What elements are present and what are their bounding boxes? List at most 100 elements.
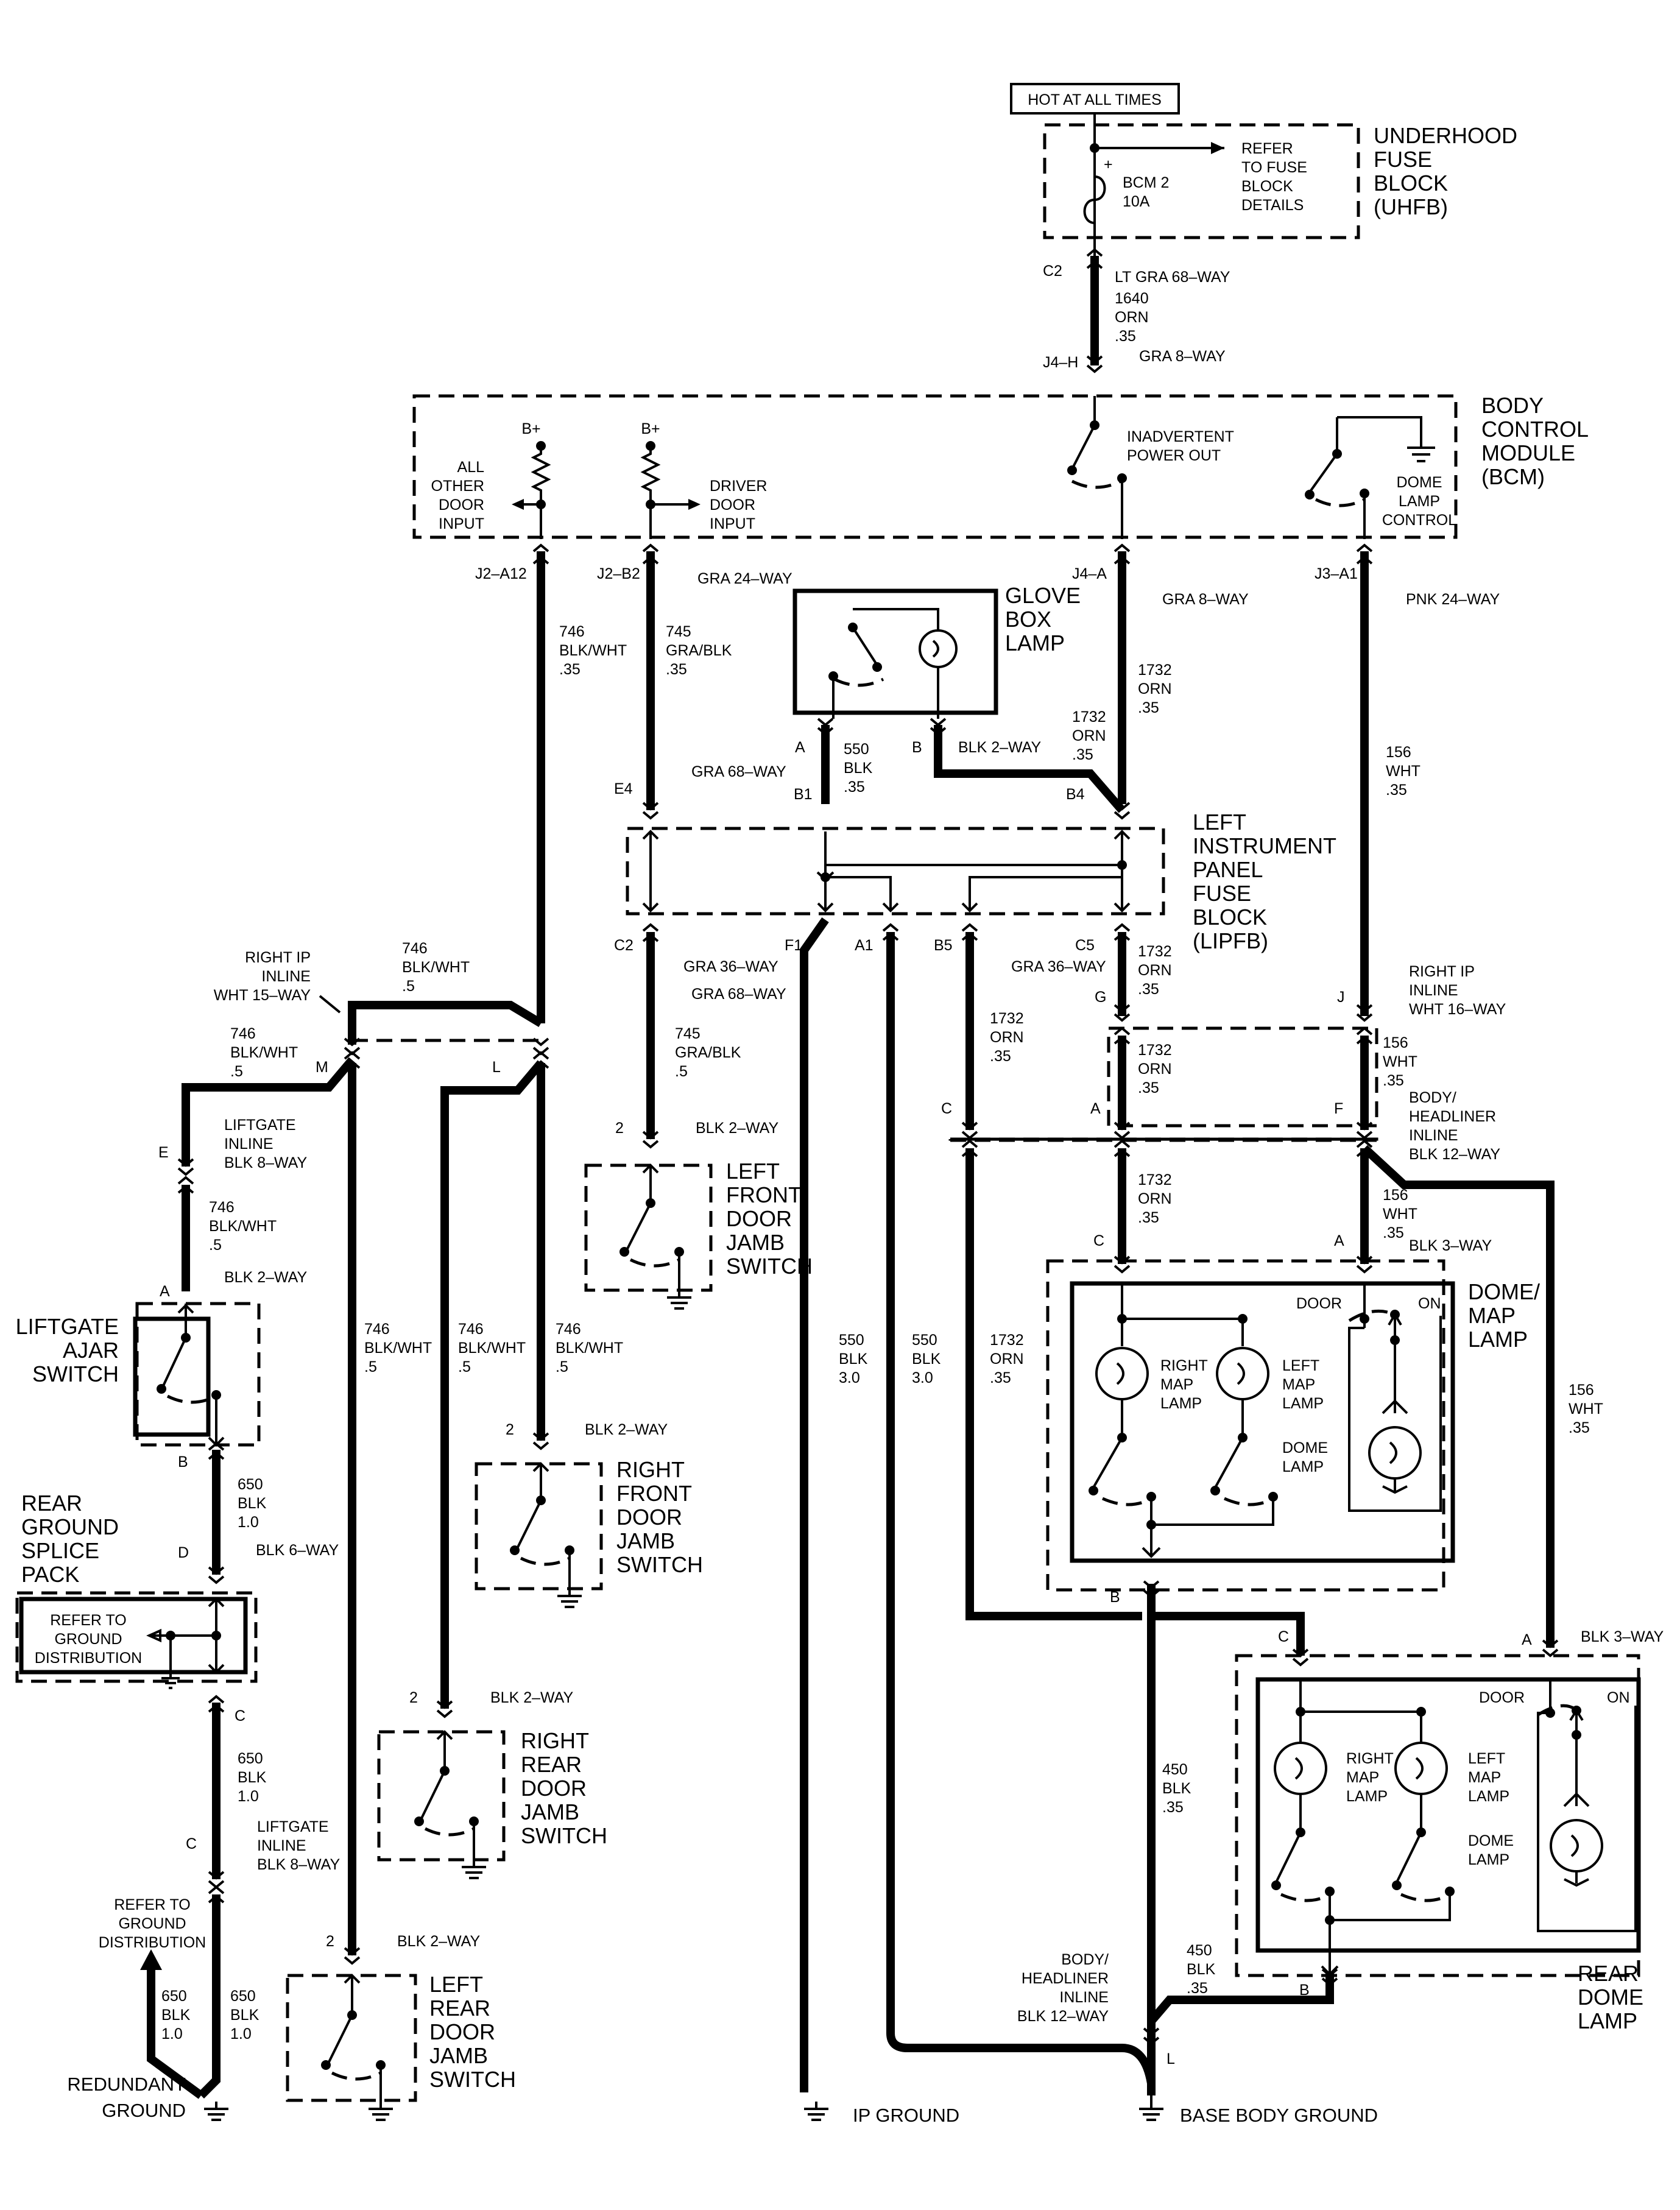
svg-text:POWER OUT: POWER OUT <box>1127 447 1221 464</box>
svg-text:DISTRIBUTION: DISTRIBUTION <box>99 1934 206 1951</box>
wire-650-d <box>147 1968 204 2099</box>
svg-text:UNDERHOOD: UNDERHOOD <box>1374 123 1517 148</box>
dome-a-desc: BLK 3–WAY <box>1409 1237 1492 1254</box>
conn-l: L <box>492 1059 501 1076</box>
svg-text:DOOR: DOOR <box>710 496 755 514</box>
svg-text:DOME: DOME <box>1578 1985 1643 2010</box>
svg-text:TO FUSE: TO FUSE <box>1241 159 1307 176</box>
right-rear-desc: BLK 2–WAY <box>490 1689 573 1706</box>
svg-text:WHT 15–WAY: WHT 15–WAY <box>214 987 311 1004</box>
svg-text:BLK 8–WAY: BLK 8–WAY <box>224 1154 307 1171</box>
conn-a-upper: A <box>1090 1100 1101 1117</box>
conn-j2b2-desc: GRA 24–WAY <box>697 570 792 587</box>
svg-text:JAMB: JAMB <box>429 2043 488 2068</box>
svg-text:SWITCH: SWITCH <box>726 1254 813 1279</box>
ground-icon <box>369 2065 393 2121</box>
svg-text:.35: .35 <box>1386 782 1407 799</box>
svg-text:LEFT: LEFT <box>429 1972 483 1997</box>
left-rear-desc: BLK 2–WAY <box>397 1933 480 1950</box>
circuit-650-label-d: 650 BLK 1.0 <box>161 1988 191 2042</box>
svg-text:746: 746 <box>402 940 428 957</box>
rear-ground-splice-pack: REAR GROUND SPLICE PACK REFER TO GROUND … <box>15 1491 258 1689</box>
conn-c-upper: C <box>941 1100 952 1117</box>
svg-text:550: 550 <box>912 1332 937 1349</box>
svg-text:BLK 12–WAY: BLK 12–WAY <box>1409 1146 1500 1163</box>
ground-icon <box>462 1821 486 1879</box>
svg-text:DOME/: DOME/ <box>1468 1279 1540 1304</box>
svg-text:MAP: MAP <box>1160 1376 1193 1393</box>
inadvertent-power-label: INADVERTENT POWER OUT <box>1127 428 1234 464</box>
rear-dome-lamp-label: DOME LAMP <box>1468 1832 1514 1868</box>
svg-text:.35: .35 <box>1138 1209 1159 1226</box>
glove-box-lamp: GLOVE BOX LAMP <box>792 583 1081 719</box>
circuit-746-label-c: 746 BLK/WHT .5 <box>230 1025 298 1080</box>
svg-text:450: 450 <box>1162 1761 1188 1778</box>
uhfb-title: UNDERHOOD FUSE BLOCK (UHFB) <box>1374 123 1517 219</box>
conn-c-liftgate-2: C <box>186 1835 197 1852</box>
svg-text:BLK/WHT: BLK/WHT <box>364 1340 432 1357</box>
svg-text:SWITCH: SWITCH <box>521 1823 607 1848</box>
svg-text:(LIPFB): (LIPFB) <box>1193 928 1268 953</box>
svg-text:LAMP: LAMP <box>1160 1395 1202 1412</box>
svg-text:HEADLINER: HEADLINER <box>1409 1108 1496 1125</box>
svg-text:MAP: MAP <box>1282 1376 1315 1393</box>
circuit-550-label-c: 550 BLK 3.0 <box>912 1332 941 1386</box>
dome-pin-b: B <box>1110 1589 1120 1606</box>
left-front-switch-title: LEFT FRONT DOOR JAMB SWITCH <box>726 1159 813 1279</box>
circuit-450-label-a: 450 BLK .35 <box>1162 1761 1191 1816</box>
svg-text:1.0: 1.0 <box>238 1788 259 1805</box>
lipfb-outline <box>626 827 1165 916</box>
bplus-label: B+ <box>521 420 540 437</box>
svg-text:WHT: WHT <box>1569 1400 1603 1417</box>
liftgate-ajar-switch: LIFTGATE AJAR SWITCH <box>16 1302 261 1447</box>
svg-text:DOOR: DOOR <box>521 1776 587 1801</box>
dome-pin-a: A <box>1334 1232 1344 1249</box>
rear-right-map-label: RIGHT MAP LAMP <box>1346 1750 1394 1805</box>
svg-text:650: 650 <box>238 1750 263 1767</box>
svg-text:1732: 1732 <box>1138 943 1172 960</box>
right-front-door-jamb-switch: RIGHT FRONT DOOR JAMB SWITCH <box>475 1457 703 1608</box>
svg-text:BLK: BLK <box>161 2007 191 2024</box>
svg-text:INADVERTENT: INADVERTENT <box>1127 428 1234 445</box>
circuit-1732-label-a: 1732 ORN .35 <box>1138 662 1172 716</box>
refer-ground-distribution-label: REFER TO GROUND DISTRIBUTION <box>99 1896 206 1951</box>
svg-text:1.0: 1.0 <box>238 1514 259 1531</box>
wire-1732-rear <box>1151 1612 1305 1656</box>
wire-1732-to-base <box>965 1148 1142 1620</box>
left-rear-switch-title: LEFT REAR DOOR JAMB SWITCH <box>429 1972 516 2092</box>
conn-j2b2: J2–B2 <box>597 565 640 582</box>
svg-text:ALL: ALL <box>457 459 485 476</box>
svg-text:DOOR: DOOR <box>439 496 484 514</box>
ground-icon <box>557 1550 582 1608</box>
svg-text:REFER TO: REFER TO <box>114 1896 191 1913</box>
rear-pin-a: A <box>1522 1631 1532 1648</box>
conn-e: E <box>158 1144 169 1161</box>
svg-text:BLOCK: BLOCK <box>1193 905 1267 930</box>
splice-refer-ground-label: REFER TO GROUND DISTRIBUTION <box>35 1612 142 1667</box>
svg-text:GRA/BLK: GRA/BLK <box>675 1044 741 1061</box>
resistor-icon <box>640 446 661 539</box>
svg-text:.5: .5 <box>675 1063 688 1080</box>
svg-text:LEFT: LEFT <box>1193 810 1246 835</box>
svg-text:LAMP: LAMP <box>1578 2008 1637 2033</box>
svg-text:.35: .35 <box>844 778 865 796</box>
liftgate-pin-a: A <box>160 1283 170 1300</box>
svg-text:10A: 10A <box>1123 193 1150 210</box>
dome-on-label: ON <box>1418 1295 1441 1312</box>
svg-text:BLK/WHT: BLK/WHT <box>230 1044 298 1061</box>
svg-text:.35: .35 <box>1138 981 1159 998</box>
right-rear-switch-title: RIGHT REAR DOOR JAMB SWITCH <box>521 1728 607 1848</box>
right-ip-inline-15-label: RIGHT IP INLINE WHT 15–WAY <box>214 949 311 1004</box>
liftgate-switch-inner <box>133 1316 211 1437</box>
dome-door-label: DOOR <box>1296 1295 1342 1312</box>
svg-text:JAMB: JAMB <box>726 1230 785 1255</box>
svg-text:DETAILS: DETAILS <box>1241 197 1304 214</box>
conn-j4a: J4–A <box>1072 565 1107 582</box>
glove-b-desc: BLK 2–WAY <box>958 739 1041 756</box>
svg-text:WHT: WHT <box>1383 1053 1417 1070</box>
bplus-label-2: B+ <box>641 420 660 437</box>
svg-text:CONTROL: CONTROL <box>1481 417 1589 442</box>
fuse-bcm2-label: BCM 2 10A <box>1123 174 1169 210</box>
svg-text:156: 156 <box>1386 744 1411 761</box>
svg-text:FUSE: FUSE <box>1374 147 1432 172</box>
